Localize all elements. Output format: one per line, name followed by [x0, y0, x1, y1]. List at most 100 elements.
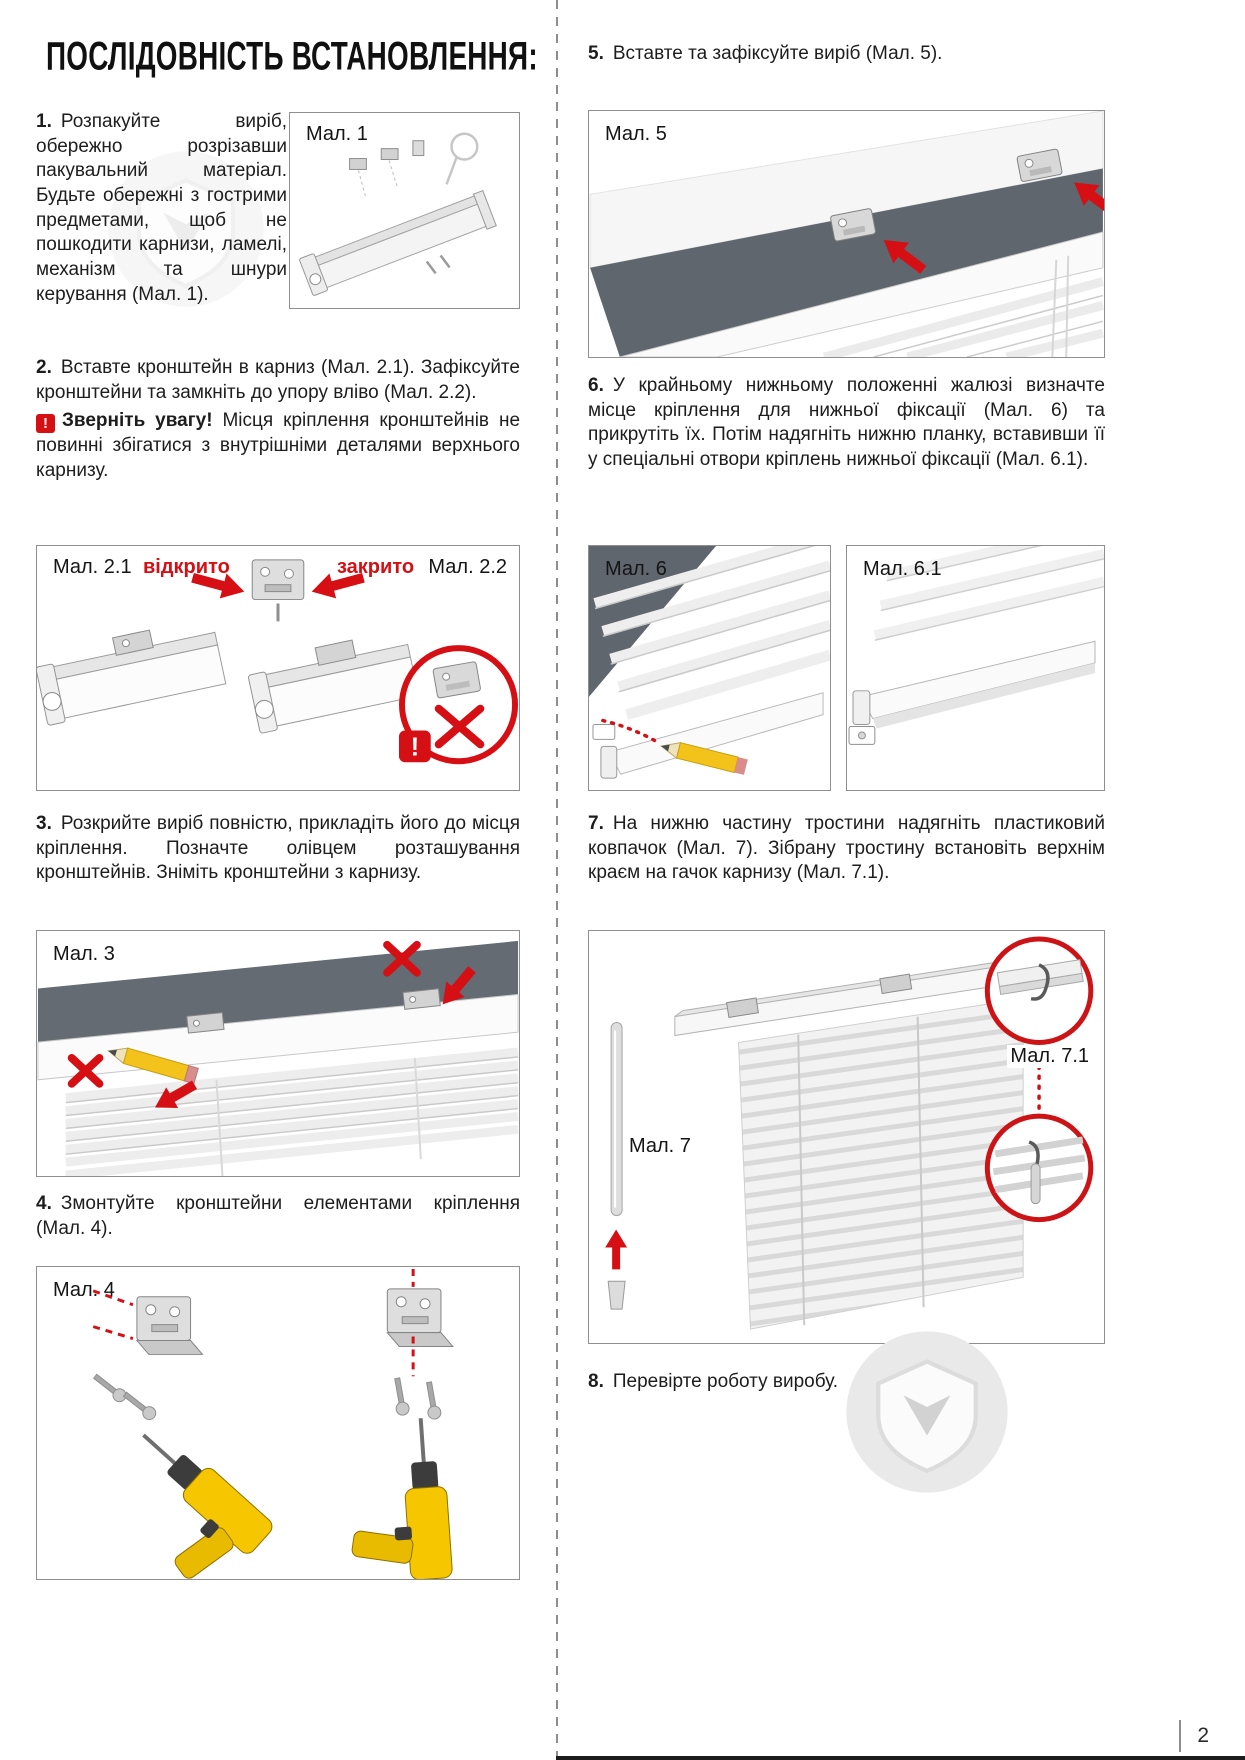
figure-7-label: Мал. 7	[629, 1135, 691, 1157]
hook-icon	[1028, 1140, 1040, 1165]
step-2-warning: ! Зверніть увагу! Місця кріплення кронште…	[36, 409, 520, 483]
blinds-slats	[593, 546, 830, 720]
step-number: 6.	[588, 375, 604, 396]
red-arrow-icon	[883, 182, 1104, 274]
blinds-slats	[873, 546, 1104, 641]
bracket-icon	[726, 973, 913, 1018]
step-text: Вставте кронштейн в карниз (Мал. 2.1). З…	[36, 357, 520, 403]
headrail	[619, 231, 1104, 357]
screw-icon	[425, 260, 437, 275]
watermark-logo	[105, 148, 267, 310]
cord	[413, 1057, 422, 1160]
window-recess	[589, 546, 716, 697]
bracket-icon	[386, 1288, 454, 1347]
figure-4: Мал. 4	[36, 1266, 520, 1580]
hook-icon	[1030, 963, 1050, 1001]
warning-icon: !	[36, 414, 55, 434]
red-circle-annotation	[399, 645, 519, 765]
figure-5: Мал. 5	[588, 110, 1105, 358]
figure-3: Мал. 3	[36, 930, 520, 1177]
step-text: Змонтуйте кронштейни елементами кріпленн…	[36, 1193, 520, 1239]
column-divider	[556, 0, 558, 1760]
page-number-divider	[1179, 1720, 1181, 1752]
bracket-icon	[251, 559, 305, 622]
step-number: 8.	[588, 1371, 604, 1392]
step-number: 2.	[36, 357, 52, 378]
step-text: Вставте та зафіксуйте виріб (Мал. 5).	[612, 43, 943, 64]
wand-cap-icon	[607, 1280, 626, 1310]
red-arrow-icon	[191, 572, 365, 599]
wand-icon	[610, 1022, 623, 1217]
step-3: 3.Розкрийте виріб повністю, прикладіть й…	[36, 812, 520, 886]
screw-icon	[92, 1373, 442, 1421]
fixation-bracket	[592, 724, 616, 740]
figure-2-illustration: !	[37, 559, 519, 765]
step-number: 4.	[36, 1193, 52, 1214]
wand-top-icon	[1030, 1163, 1041, 1205]
step-8: 8. Перевірте роботу виробу.	[588, 1370, 1008, 1395]
step-7: 7.На нижню частину тростини надягніть пл…	[588, 812, 1105, 886]
figure-6: Мал. 6	[588, 545, 831, 791]
rail-end-cap	[852, 690, 871, 726]
pencil-icon	[107, 1047, 199, 1085]
red-arrow-icon	[605, 1229, 628, 1270]
svg-text:!: !	[411, 733, 420, 761]
bracket-part-icon	[349, 158, 367, 170]
cord-loop-icon	[450, 132, 479, 161]
figure-4-label: Мал. 4	[53, 1279, 115, 1301]
footer-line	[556, 1756, 1245, 1760]
figure-3-illustration	[37, 940, 519, 1176]
figure-3-label: Мал. 3	[53, 943, 115, 965]
cornice-exploded-icon	[299, 132, 497, 296]
figure-2-1-label: Мал. 2.1	[53, 556, 132, 578]
cord	[215, 1079, 224, 1176]
figure-2-2-label: Мал. 2.2	[428, 556, 507, 578]
cord	[1051, 255, 1070, 357]
step-5: 5. Вставте та зафіксуйте виріб (Мал. 5).	[588, 42, 1105, 67]
figure-6-1: Мал. 6.1	[846, 545, 1105, 791]
step-number: 7.	[588, 813, 604, 834]
figure-1-illustration	[299, 132, 497, 296]
page-number: 2	[1197, 1724, 1209, 1747]
step-4: 4.Змонтуйте кронштейни елементами кріпле…	[36, 1192, 520, 1241]
figure-1: Мал. 1	[289, 112, 520, 309]
step-number: 5.	[588, 43, 604, 64]
figure-1-label: Мал. 1	[306, 123, 368, 145]
warning-text: Місця кріплення кронштейнів не повинні з…	[36, 410, 521, 481]
figure-6-label: Мал. 6	[605, 558, 667, 580]
drill-icon	[142, 1418, 453, 1579]
red-circle-annotation	[984, 936, 1094, 1045]
pencil-icon	[659, 742, 748, 775]
bracket-icon	[135, 1296, 204, 1355]
red-cross-icon	[434, 704, 485, 749]
fixation-bracket	[848, 726, 876, 745]
step-number: 1.	[36, 111, 52, 132]
step-text: Розпакуйте виріб, обережно розрізавши па…	[36, 111, 287, 305]
mechanism-part-icon	[412, 140, 425, 157]
step-number: 3.	[36, 813, 52, 834]
step-text: На нижню частину тростини надягніть плас…	[588, 813, 1105, 884]
red-dotted-line	[601, 718, 657, 743]
figure-6-1-label: Мал. 6.1	[863, 558, 942, 580]
figure-2-open-label: відкрито	[143, 556, 230, 578]
lintel-plane	[589, 111, 1104, 269]
window-recess	[590, 168, 1103, 357]
figure-5-label: Мал. 5	[605, 123, 667, 145]
warning-title: Зверніть увагу!	[62, 410, 213, 432]
figure-7-illustration	[605, 936, 1094, 1330]
red-circle-annotation	[984, 1113, 1094, 1223]
screw-icon	[439, 254, 451, 269]
step-text: Перевірте роботу виробу.	[612, 1371, 839, 1392]
rail-end-cap	[600, 745, 618, 779]
figure-2-closed-label: закрито	[337, 556, 415, 578]
blinds-slats	[738, 998, 1024, 1330]
warning-badge-icon: !	[399, 730, 431, 763]
red-arrow-icon	[155, 966, 476, 1108]
cord	[797, 1016, 925, 1326]
rail-shadow	[872, 663, 1096, 729]
blinds-slats	[65, 1047, 519, 1176]
step-text: Розкрийте виріб повністю, прикладіть йог…	[36, 813, 520, 884]
watermark-logo	[843, 1328, 1011, 1496]
figure-6-illustration	[589, 546, 830, 779]
